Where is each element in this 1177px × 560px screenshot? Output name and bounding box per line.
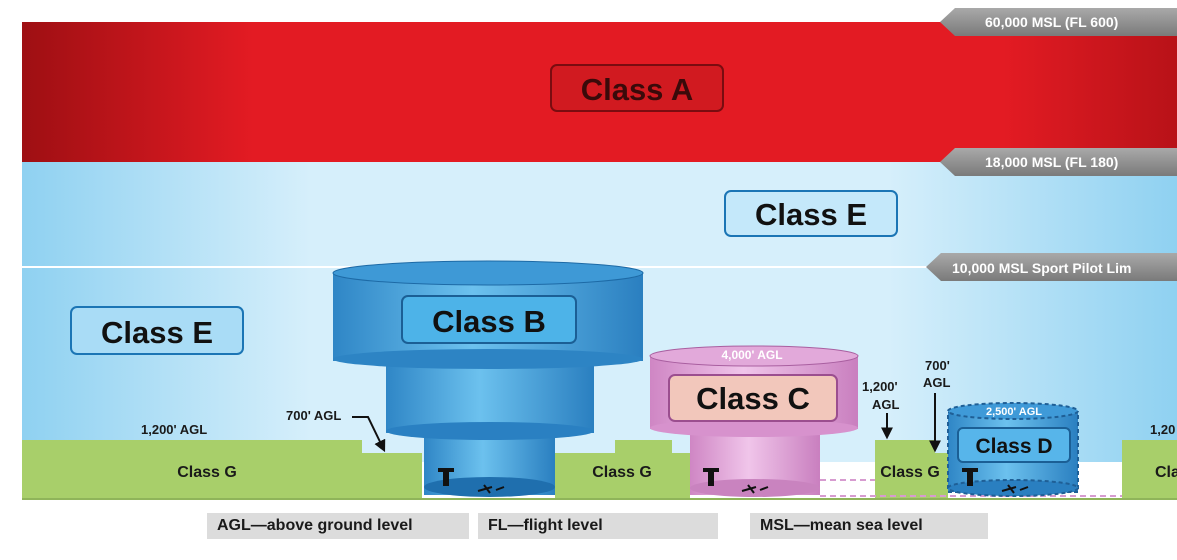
class-d-label: Class D bbox=[975, 435, 1052, 458]
airport-icon-b bbox=[438, 468, 505, 494]
airport-icon-c bbox=[703, 468, 769, 494]
legend-agl-text: AGL—above ground level bbox=[217, 517, 413, 534]
legend-agl: AGL—above ground level bbox=[207, 513, 469, 539]
control-tower-icon bbox=[438, 468, 454, 486]
class-e-upper-label: Class E bbox=[755, 197, 867, 232]
control-tower-icon bbox=[962, 468, 978, 486]
altitude-tag-fl180: 18,000 MSL (FL 180) bbox=[940, 148, 1177, 176]
class-e-left-label-box: Class E bbox=[70, 306, 244, 355]
class-g-left-label: Class G bbox=[177, 464, 237, 481]
class-b-airspace: Class B bbox=[332, 260, 644, 497]
edge-partial-callout: 1,20 bbox=[1150, 422, 1175, 437]
class-g-right-label: Class G bbox=[880, 464, 940, 481]
agl-700-right-line1: 700' bbox=[925, 358, 950, 373]
legend-msl: MSL—mean sea level bbox=[750, 513, 988, 539]
class-a-label: Class A bbox=[581, 72, 694, 107]
altitude-tag-fl600: 60,000 MSL (FL 600) bbox=[940, 8, 1177, 36]
class-g-edge-label: Cla bbox=[1155, 464, 1177, 481]
agl-1200-right-line1: 1,200' bbox=[862, 379, 898, 394]
altitude-tag-fl600-label: 60,000 MSL (FL 600) bbox=[985, 14, 1118, 30]
runway-icon bbox=[1001, 484, 1029, 494]
legend-fl-text: FL—flight level bbox=[488, 517, 603, 534]
legend-msl-text: MSL—mean sea level bbox=[760, 517, 923, 534]
class-e-upper-label-box: Class E bbox=[724, 190, 898, 237]
runway-icon bbox=[477, 484, 505, 494]
airport-icon-d bbox=[962, 468, 1029, 494]
legend-fl: FL—flight level bbox=[478, 513, 718, 539]
agl-700-arrow bbox=[352, 416, 386, 453]
class-d-ceiling-label: 2,500' AGL bbox=[986, 406, 1042, 418]
class-c-airspace: 4,000' AGL Class C bbox=[649, 345, 1122, 497]
altitude-tag-fl180-label: 18,000 MSL (FL 180) bbox=[985, 154, 1118, 170]
class-g-terrain bbox=[22, 440, 1177, 498]
class-g-mid-label: Class G bbox=[592, 464, 652, 481]
class-d-airspace: 2,500' AGL Class D bbox=[947, 402, 1079, 497]
ground-strip bbox=[22, 498, 1177, 500]
altitude-tag-sport-pilot-label: 10,000 MSL Sport Pilot Lim bbox=[952, 260, 1131, 276]
class-b-label: Class B bbox=[432, 304, 546, 339]
class-c-label: Class C bbox=[696, 381, 810, 416]
agl-700-callout: 700' AGL bbox=[286, 408, 341, 423]
agl-1200-left-callout: 1,200' AGL bbox=[141, 422, 207, 437]
class-a-label-box: Class A bbox=[550, 64, 724, 112]
runway-icon bbox=[741, 484, 769, 494]
agl-700-right-line2: AGL bbox=[923, 375, 951, 390]
agl-1200-right-line2: AGL bbox=[872, 397, 900, 412]
altitude-tag-sport-pilot: 10,000 MSL Sport Pilot Lim bbox=[926, 253, 1177, 281]
class-e-left-label: Class E bbox=[101, 315, 213, 350]
class-c-ceiling-label: 4,000' AGL bbox=[721, 348, 782, 362]
control-tower-icon bbox=[703, 468, 719, 486]
